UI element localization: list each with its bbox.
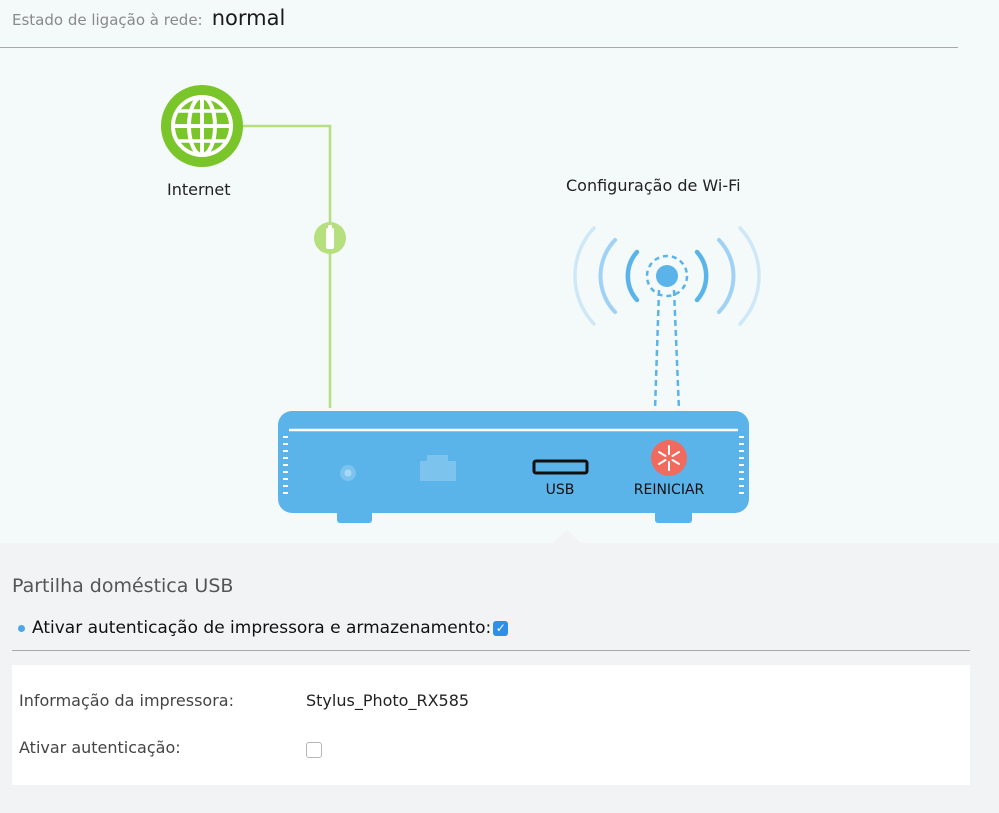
auth-checkbox[interactable] (306, 742, 322, 758)
enable-auth-row: Ativar autenticação de impressora e arma… (18, 618, 509, 638)
internet-cable (242, 124, 332, 408)
enable-auth-label: Ativar autenticação de impressora e arma… (32, 618, 492, 638)
printer-info-label: Informação da impressora: (19, 691, 234, 710)
divider (0, 47, 958, 48)
auth-label: Ativar autenticação: (19, 738, 181, 757)
network-status-label: Estado de ligação à rede: (12, 11, 203, 29)
wifi-settings-label[interactable]: Configuração de Wi-Fi (566, 176, 741, 195)
ethernet-port-icon (420, 455, 456, 481)
network-status-panel: Estado de ligação à rede: normal (0, 6, 958, 523)
printer-info-value: Stylus_Photo_RX585 (306, 691, 470, 710)
router-device (278, 411, 749, 523)
power-port-icon (340, 465, 356, 481)
usb-label[interactable]: USB (545, 482, 575, 498)
enable-auth-checkbox[interactable]: ✓ (493, 620, 509, 636)
wifi-antenna-icon[interactable] (573, 226, 761, 411)
reboot-label[interactable]: REINICIAR (633, 482, 705, 498)
network-status-value: normal (211, 6, 286, 30)
internet-label: Internet (167, 180, 231, 199)
divider (12, 650, 970, 651)
network-status: Estado de ligação à rede: normal (12, 6, 285, 30)
usb-port-icon[interactable] (532, 459, 589, 475)
bullet-icon (18, 624, 25, 632)
usb-sharing-title: Partilha doméstica USB (12, 575, 234, 597)
printer-settings-panel: Informação da impressora: Stylus_Photo_R… (12, 665, 970, 785)
reboot-icon[interactable] (651, 440, 687, 476)
globe-icon[interactable] (161, 85, 243, 167)
cable-connector-icon (314, 222, 346, 254)
network-diagram (161, 85, 761, 523)
selection-pointer (552, 530, 582, 544)
